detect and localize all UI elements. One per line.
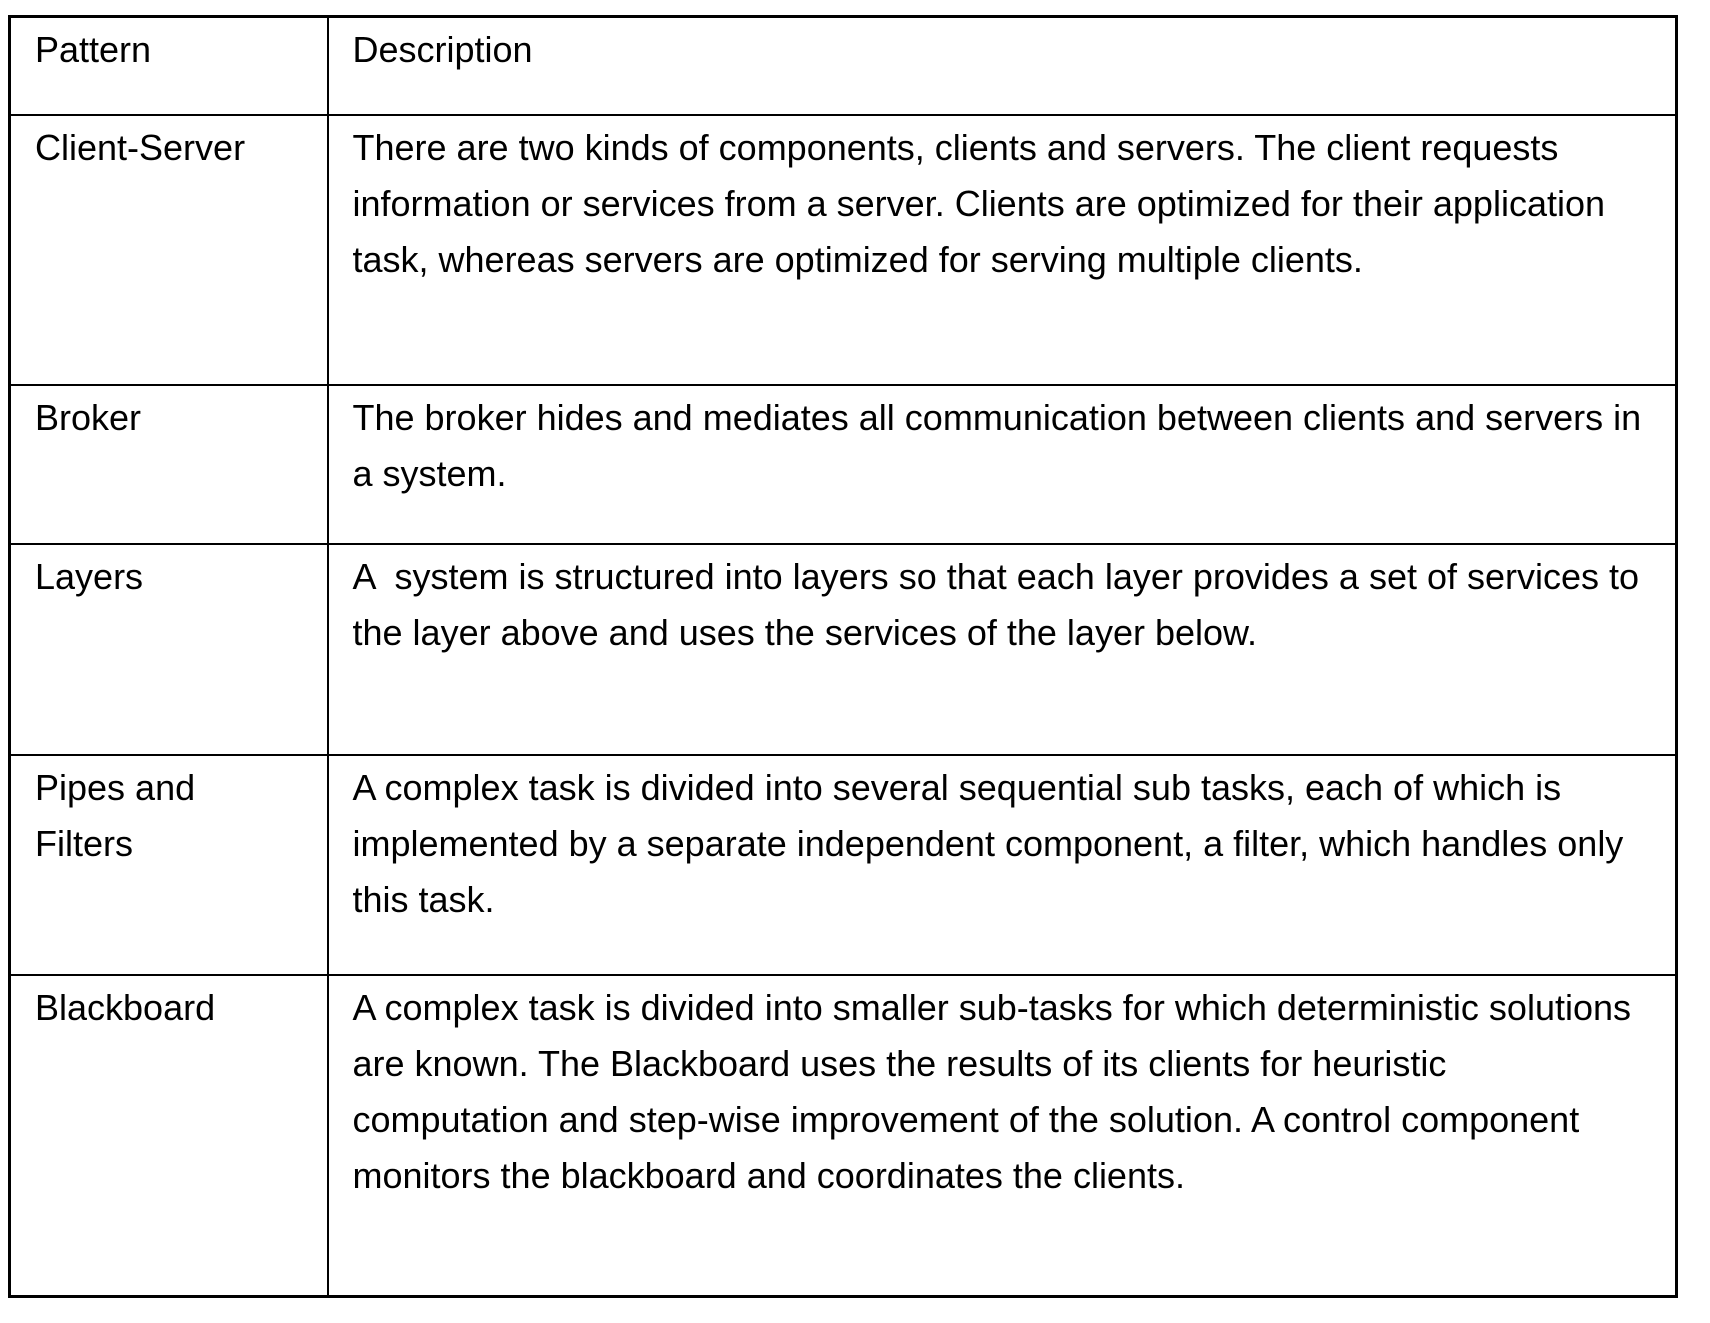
description-cell: The broker hides and mediates all commun… — [326, 383, 1678, 545]
patterns-table: Pattern Description Client-Server There … — [8, 15, 1678, 1298]
col-header-pattern: Pattern — [8, 15, 329, 116]
table-row: Layers A system is structured into layer… — [8, 542, 1678, 756]
description-cell: A complex task is divided into smaller s… — [326, 973, 1678, 1298]
description-cell: A complex task is divided into several s… — [326, 753, 1678, 976]
pattern-cell: Blackboard — [8, 973, 329, 1298]
pattern-cell: Broker — [8, 383, 329, 545]
table-row: Blackboard A complex task is divided int… — [8, 973, 1678, 1298]
pattern-cell: Pipes and Filters — [8, 753, 329, 976]
pattern-cell: Layers — [8, 542, 329, 756]
table-row: Broker The broker hides and mediates all… — [8, 383, 1678, 545]
header-row: Pattern Description — [8, 15, 1678, 116]
table-row: Client-Server There are two kinds of com… — [8, 113, 1678, 386]
description-cell: A system is structured into layers so th… — [326, 542, 1678, 756]
pattern-cell: Client-Server — [8, 113, 329, 386]
description-cell: There are two kinds of components, clien… — [326, 113, 1678, 386]
col-header-description: Description — [326, 15, 1678, 116]
table-row: Pipes and Filters A complex task is divi… — [8, 753, 1678, 976]
